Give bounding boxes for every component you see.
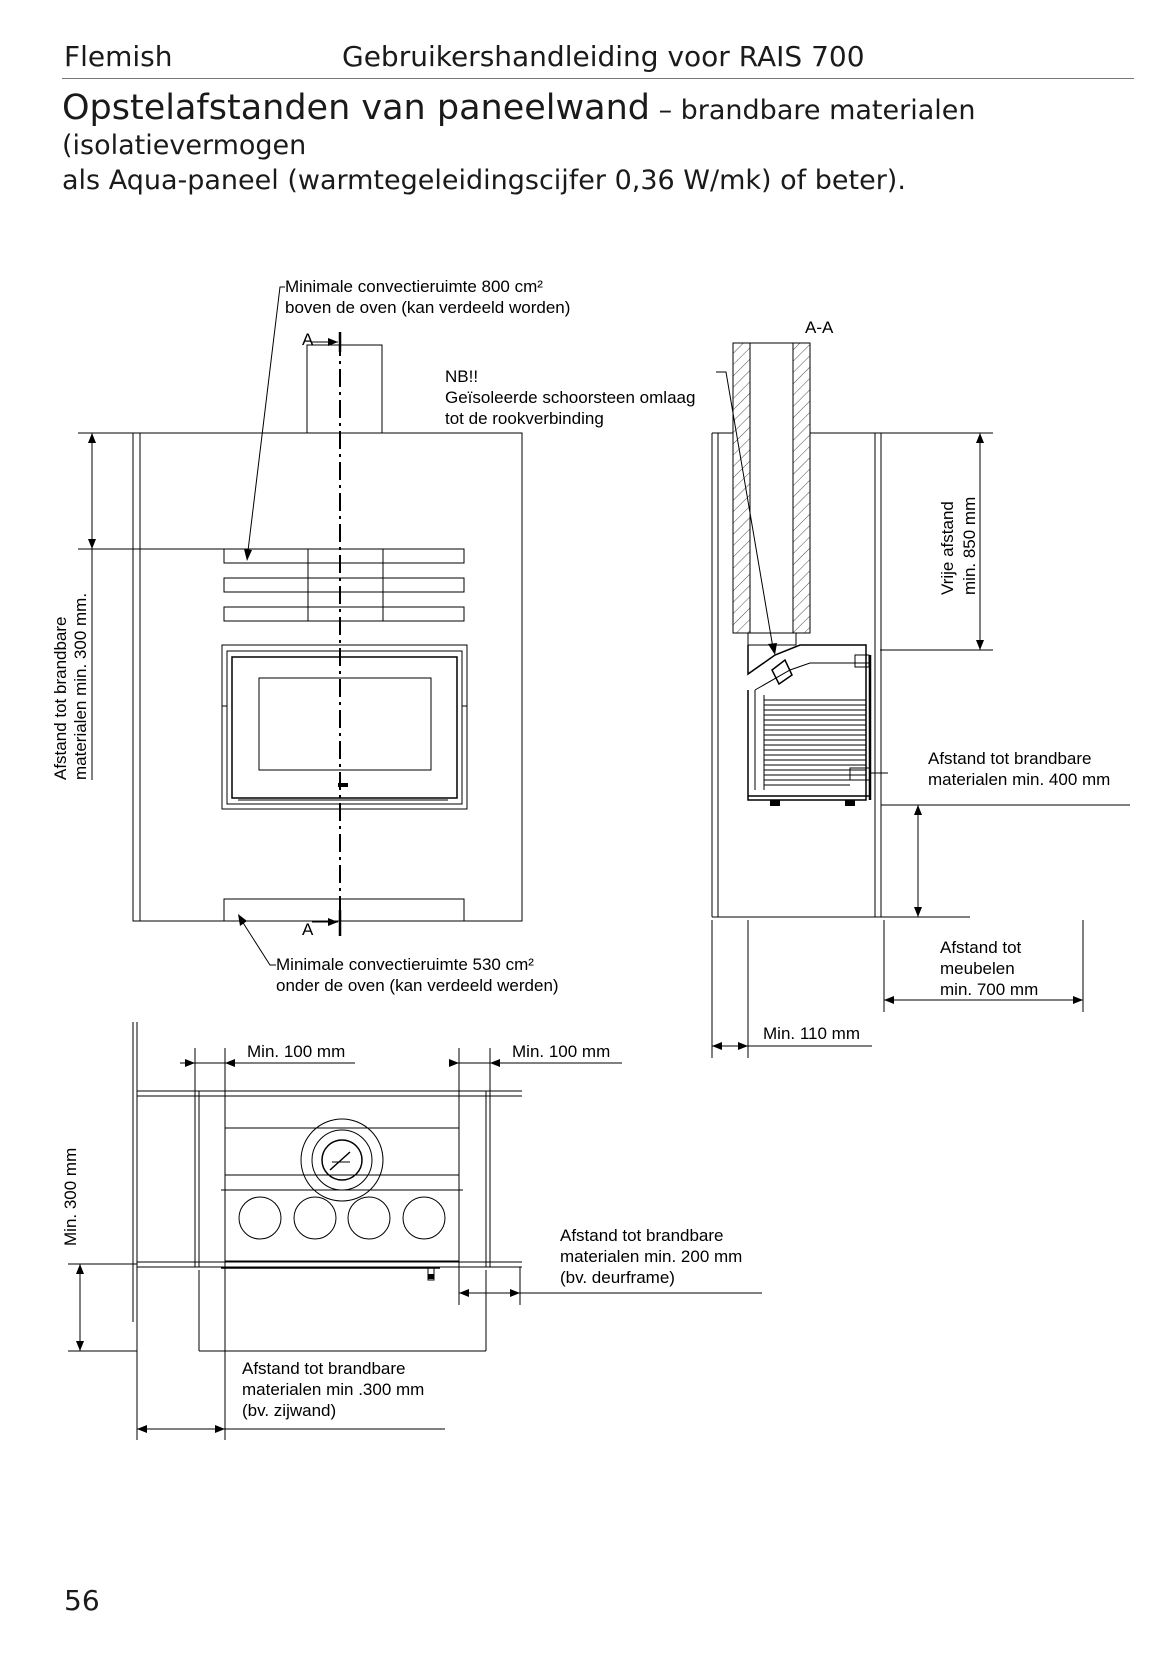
page-number: 56 [64,1584,100,1617]
min-100-right: Min. 100 mm [512,1042,610,1061]
header-divider [62,78,1134,79]
bottom-grille [223,898,465,922]
section-view: A-A [445,318,1130,1058]
front-vertical-dim-line1: Afstand tot brandbare [51,616,70,780]
front-panel-wall [132,432,523,922]
door-frame-line3: (bv. deurframe) [560,1268,675,1287]
front-view: A A Minimale convectieruimte 800 cm² bov… [51,277,570,995]
convection-top-line2: boven de oven (kan verdeeld worden) [285,298,570,317]
section-marker-top: A [302,330,314,349]
front-chimney [306,344,383,434]
convection-top-line1: Minimale convectieruimte 800 cm² [285,277,543,296]
door-frame-line1: Afstand tot brandbare [560,1226,724,1245]
convection-bottom-line2: onder de oven (kan verdeeld werden) [276,976,559,995]
heading-title-line2: als Aqua-paneel (warmtegeleidingscijfer … [62,165,906,196]
section-note-line3: tot de rookverbinding [445,409,604,428]
min-300-vertical: Min. 300 mm [61,1148,80,1246]
section-note-line2: Geïsoleerde schoorsteen omlaag [445,388,695,407]
top-grilles [223,548,465,622]
header-manual-title: Gebruikershandleiding voor RAIS 700 [342,40,865,73]
heading-title-large: Opstelafstanden van paneelwand [62,88,650,128]
stove-section [747,644,888,806]
free-distance-line2: min. 850 mm [960,497,979,595]
section-note-line1: NB!! [445,367,478,386]
section-title: A-A [805,318,834,337]
convection-bottom-line1: Minimale convectieruimte 530 cm² [276,955,534,974]
min-110-label: Min. 110 mm [763,1024,860,1043]
front-vertical-dim-line2: materialen min. 300 mm. [71,593,90,780]
furniture-line1: Afstand tot [940,938,1022,957]
min-100-left: Min. 100 mm [247,1042,345,1061]
side-wall-line2: materialen min .300 mm [242,1380,424,1399]
furniture-line2: meubelen [940,959,1015,978]
furniture-line3: min. 700 mm [940,980,1038,999]
stove-front [221,644,468,810]
flue-collar [300,1118,384,1202]
page-heading: Opstelafstanden van paneelwand – brandba… [62,91,1142,197]
combustible-400-line2: materialen min. 400 mm [928,770,1110,789]
heading-title-rest: – brandbare materialen (isolatievermogen [62,95,976,161]
header-language: Flemish [64,40,173,73]
section-marker-bottom: A [302,920,314,939]
side-wall-line3: (bv. zijwand) [242,1401,336,1420]
stove-plan [224,1127,460,1262]
combustible-400-line1: Afstand tot brandbare [928,749,1092,768]
side-wall-line1: Afstand tot brandbare [242,1359,406,1378]
plan-view: Min. 100 mm Min. 100 mm Afstand tot bran… [61,1022,762,1440]
door-frame-line2: materialen min. 200 mm [560,1247,742,1266]
free-distance-line1: Vrije afstand [938,501,957,595]
